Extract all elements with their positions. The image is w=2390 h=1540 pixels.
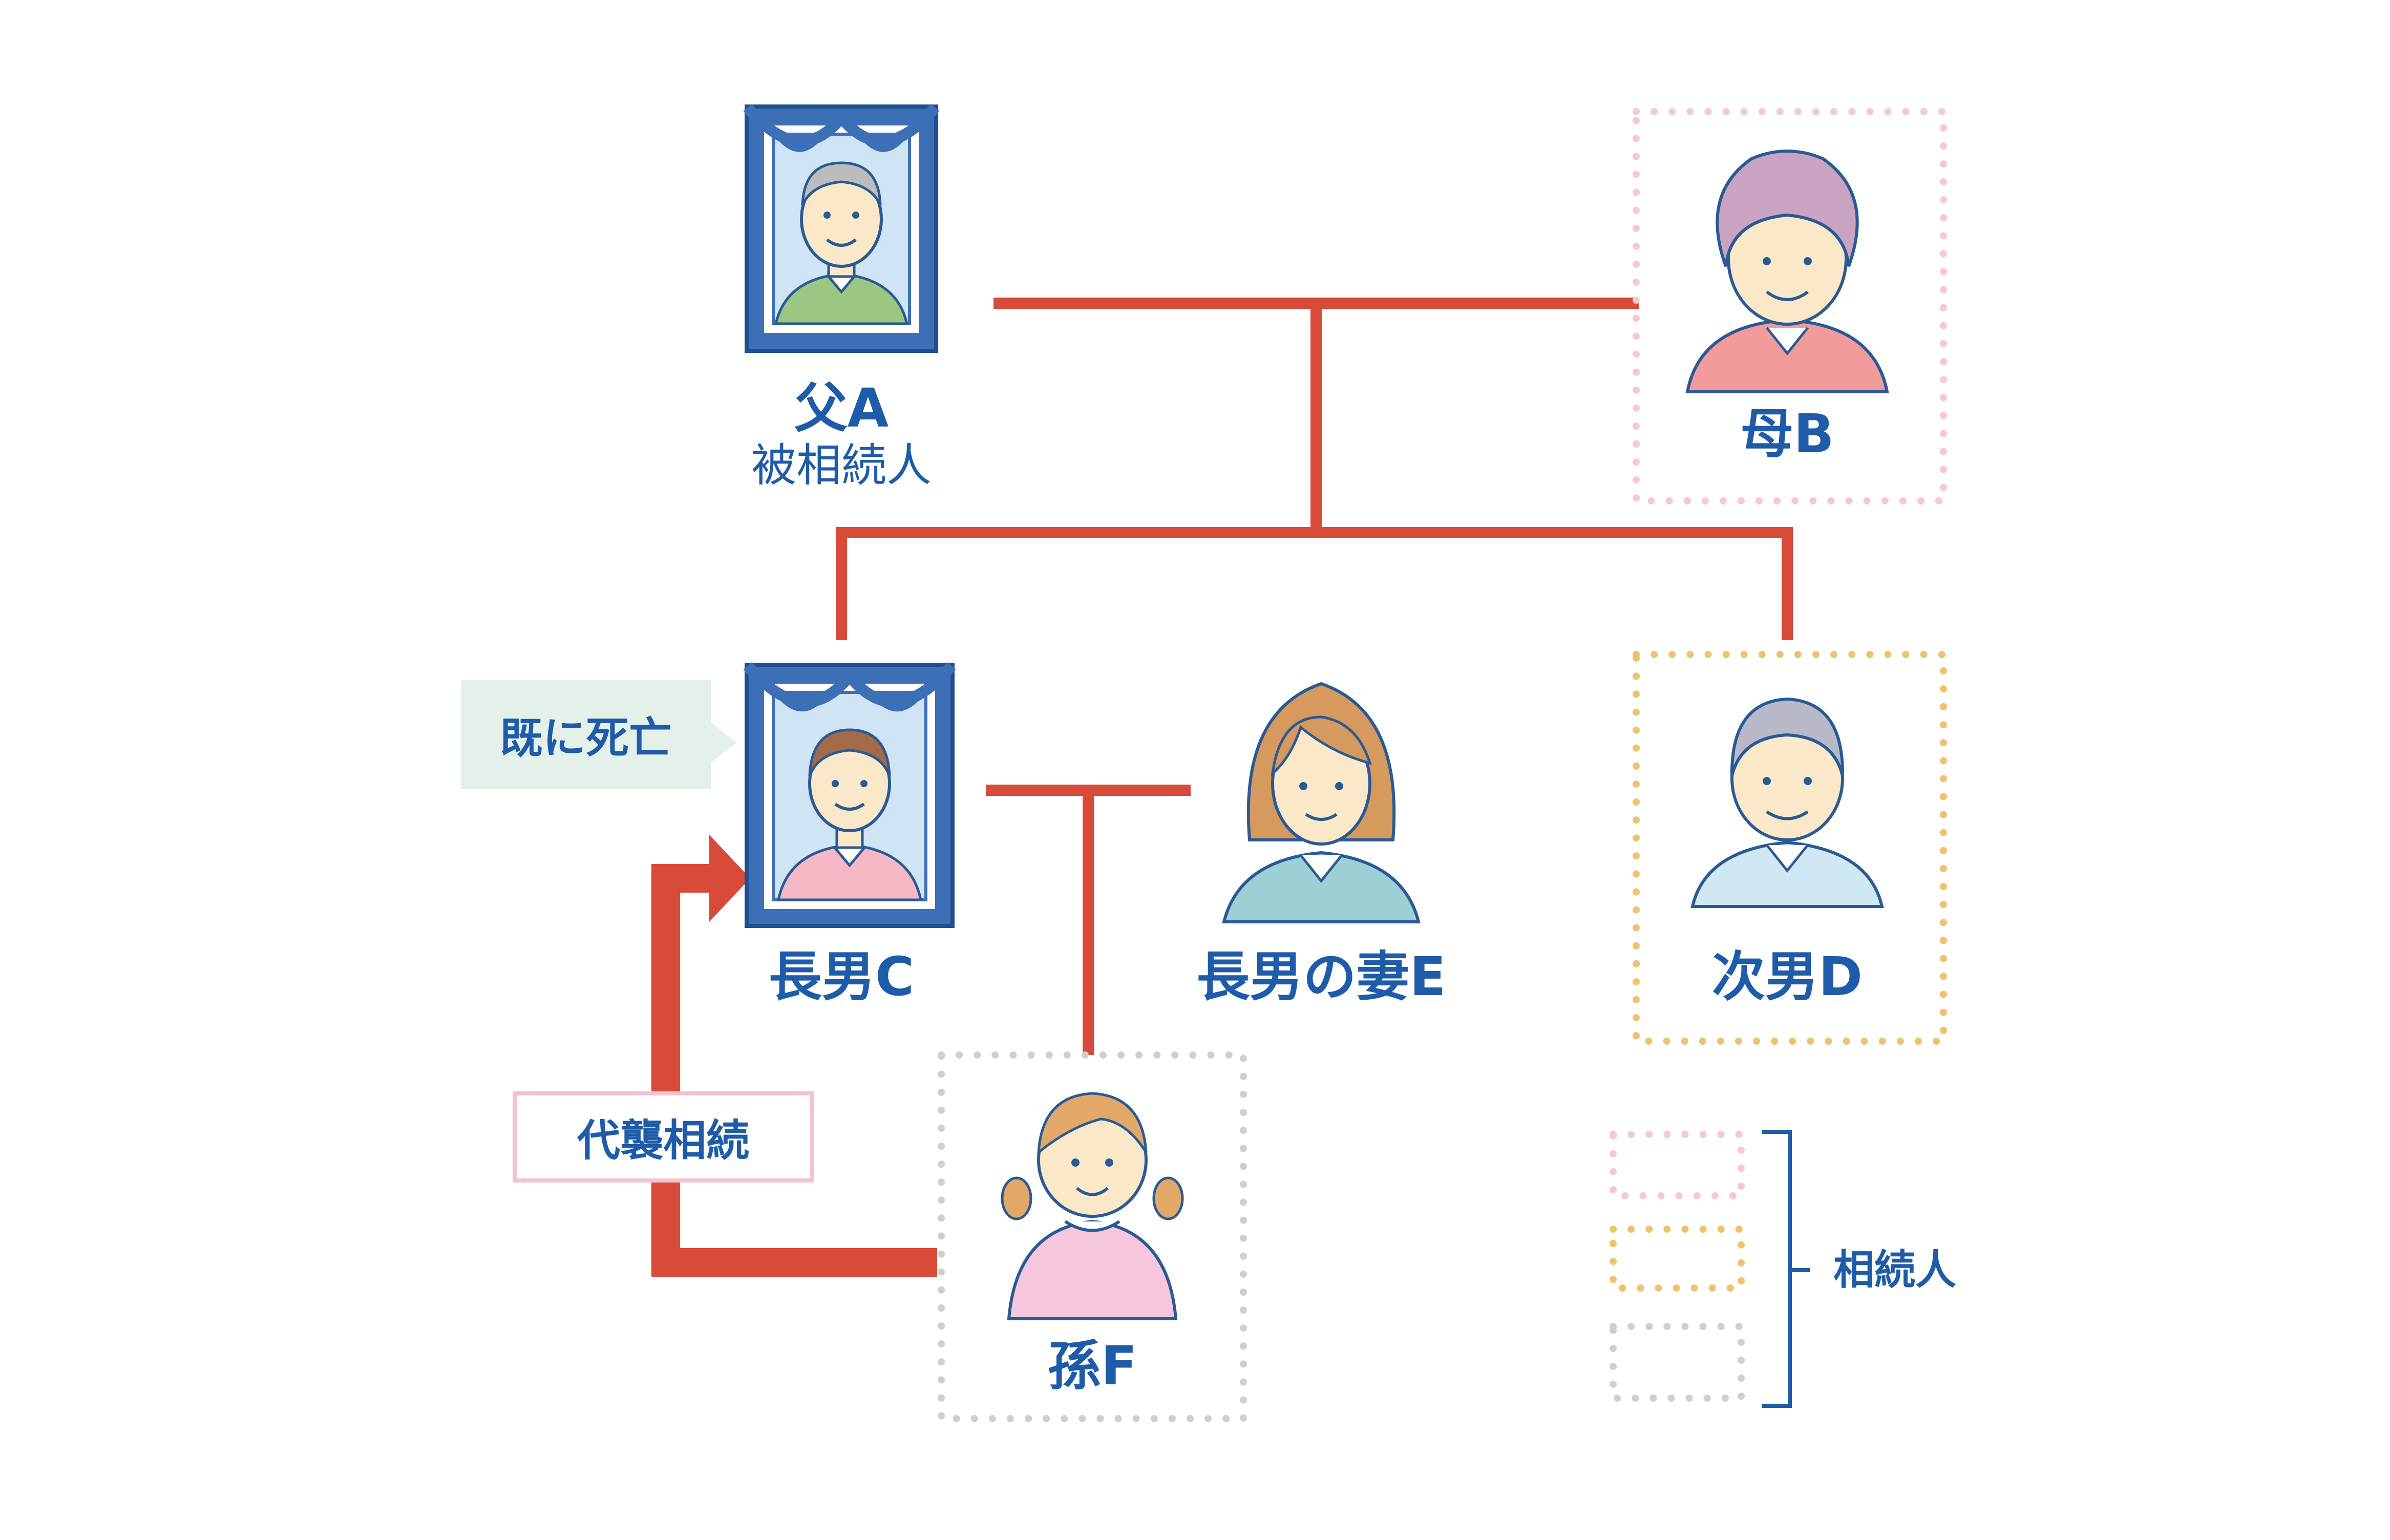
wife-illustration: [1222, 682, 1421, 923]
grandchild-name-label: 孫F: [1047, 1335, 1137, 1397]
father-portrait: [743, 103, 940, 353]
heir-box-second-son: [1633, 651, 1947, 1045]
representation-callout-box: [513, 1091, 814, 1183]
eldest-son-name-label: 長男C: [768, 945, 915, 1008]
legend-label: 相続人: [1833, 1246, 1956, 1294]
eldest-son-portrait: [743, 662, 956, 928]
deceased-callout-bubble: [461, 680, 736, 789]
second-son-illustration: [1690, 697, 1884, 908]
heir-box-mother: [1633, 108, 1947, 504]
legend-swatch-orange: [1610, 1226, 1745, 1292]
heir-box-grandchild: [938, 1051, 1247, 1422]
representation-callout-text: 代襲相続: [577, 1115, 749, 1166]
second-son-name-label: 次男D: [1711, 945, 1863, 1008]
legend: [1610, 1130, 1810, 1408]
representation-arrow: [651, 835, 937, 1277]
father-role-label: 被相続人: [751, 439, 932, 492]
father-name-label: 父A: [794, 377, 889, 439]
mother-illustration: [1685, 150, 1889, 393]
wife-name-label: 長男の妻E: [1196, 945, 1446, 1008]
grandchild-illustration: [1001, 1092, 1184, 1320]
legend-bracket: [1762, 1130, 1810, 1408]
mother-name-label: 母B: [1740, 403, 1834, 465]
deceased-callout-text: 既に死亡: [499, 712, 672, 763]
legend-swatch-gray: [1610, 1323, 1745, 1402]
legend-swatch-pink: [1610, 1131, 1745, 1199]
family-lines: [836, 298, 1793, 1055]
